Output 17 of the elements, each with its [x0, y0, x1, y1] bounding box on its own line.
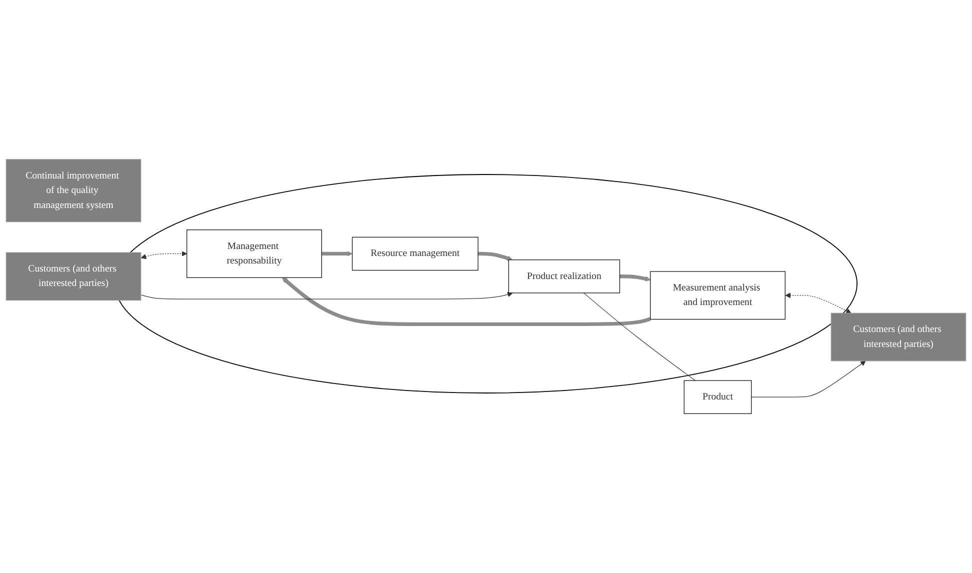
arrow	[785, 292, 852, 314]
node-box: Continual improvement of the quality management system	[6, 159, 142, 222]
node-box: Product realization	[508, 260, 620, 294]
node-box: Resource management	[352, 236, 478, 271]
node-box: Measurement analysis and improvement	[650, 271, 786, 320]
arrow	[478, 252, 513, 261]
arrow	[140, 251, 188, 260]
arrow	[282, 277, 651, 326]
node-box: Management responsability	[186, 230, 322, 278]
node-box: Product	[684, 380, 752, 414]
node-box: Customers (and others interested parties)	[830, 312, 966, 362]
node-box: Customers (and others interested parties)	[6, 252, 142, 301]
connector	[583, 292, 696, 381]
arrow	[751, 360, 866, 398]
arrow	[620, 274, 651, 282]
arrow	[140, 292, 513, 300]
arrow	[322, 251, 353, 256]
